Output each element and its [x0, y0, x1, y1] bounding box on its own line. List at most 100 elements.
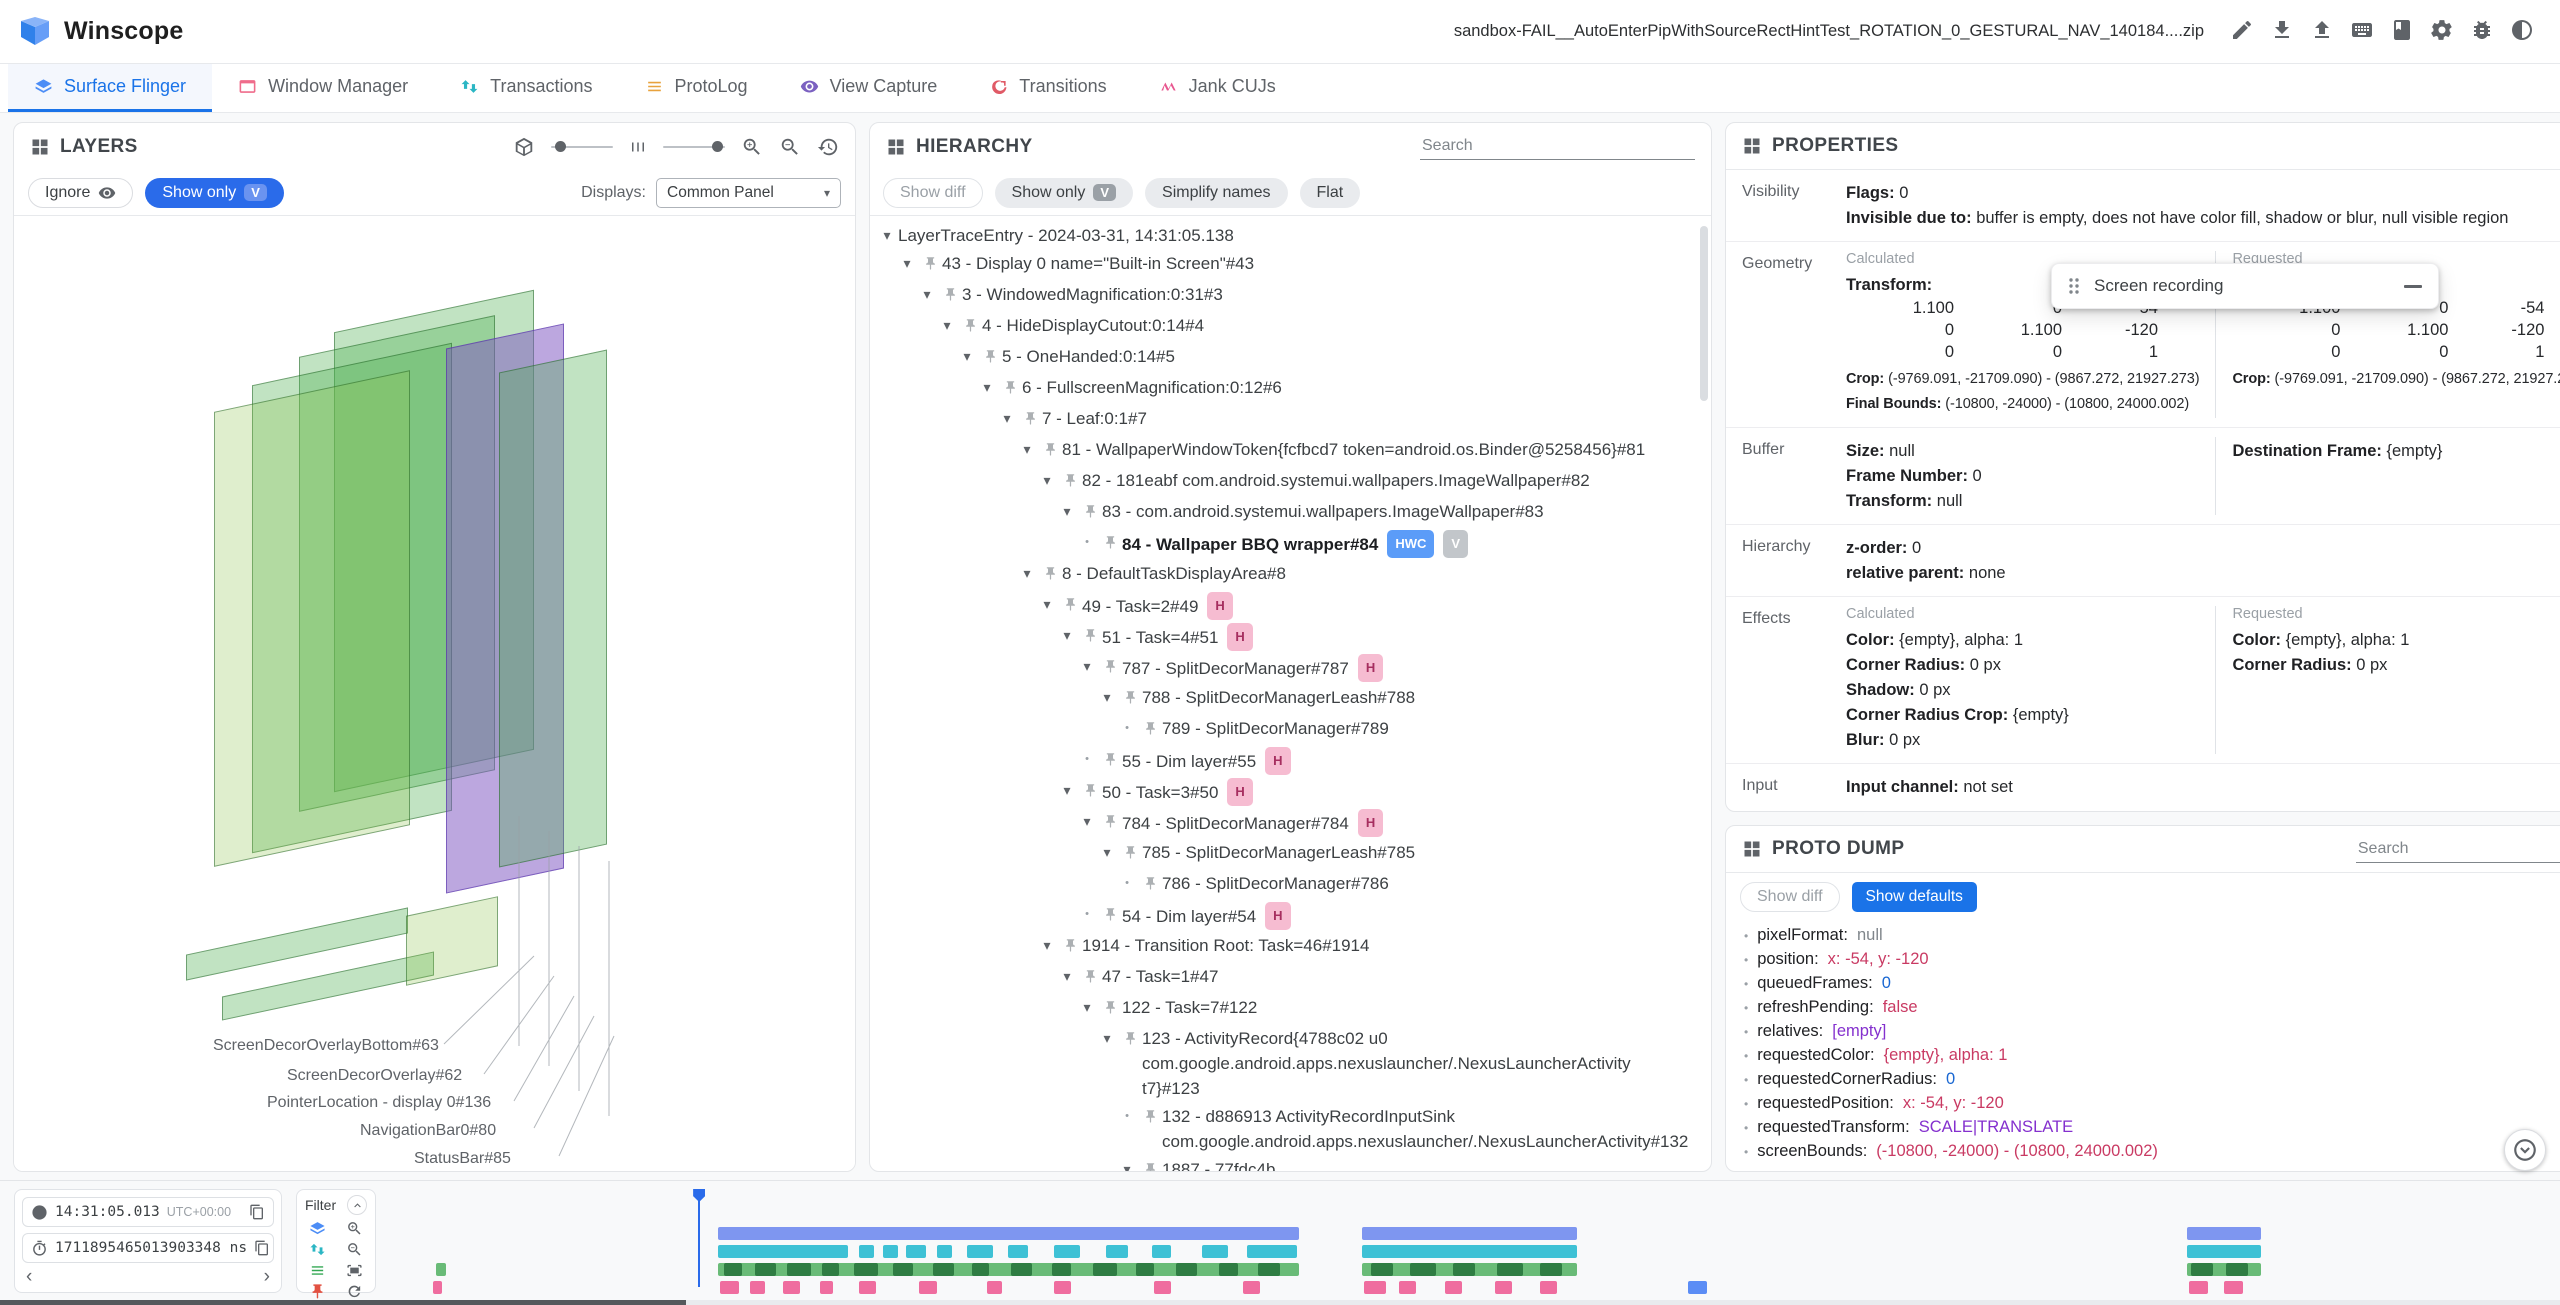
expand-caret-icon[interactable]: ▾ [1063, 781, 1071, 798]
trace-segment[interactable] [1399, 1281, 1417, 1294]
pin-icon[interactable] [1118, 1026, 1142, 1054]
tab-transitions[interactable]: Transitions [963, 64, 1132, 112]
timeline-zoom-out-icon[interactable] [346, 1241, 363, 1258]
tree-node[interactable]: ▾785 - SplitDecorManagerLeash#785 [876, 838, 1711, 869]
tree-node[interactable]: •786 - SplitDecorManager#786 [876, 869, 1711, 900]
flat-toggle[interactable]: Flat [1299, 177, 1361, 208]
proto-property-row[interactable]: •position:x: -54, y: -120 [1726, 947, 2560, 971]
trace-segment[interactable] [932, 1263, 955, 1276]
expand-caret-icon[interactable]: ▾ [963, 347, 971, 364]
trace-segment[interactable] [1151, 1245, 1172, 1258]
copy-icon[interactable] [254, 1240, 270, 1256]
trace-segment[interactable] [1494, 1281, 1512, 1294]
trace-segment[interactable] [2223, 1281, 2244, 1294]
tree-node[interactable]: ▾6 - FullscreenMagnification:0:12#6 [876, 373, 1711, 404]
timeline-scrollbar-thumb[interactable] [0, 1300, 687, 1305]
pin-icon[interactable] [1078, 623, 1102, 651]
tree-node[interactable]: ▾123 - ActivityRecord{4788c02 u0 com.goo… [876, 1024, 1711, 1102]
tree-node[interactable]: ▾5 - OneHanded:0:14#5 [876, 342, 1711, 373]
pin-icon[interactable] [1078, 778, 1102, 806]
tab-window-manager[interactable]: Window Manager [212, 64, 434, 112]
show-only-visible-toggle[interactable]: Show only V [994, 177, 1134, 208]
trace-segment[interactable] [787, 1263, 811, 1276]
timeline-canvas[interactable] [390, 1189, 2560, 1299]
pin-icon[interactable] [1078, 964, 1102, 992]
proto-property-row[interactable]: •requestedTransform:SCALE|TRANSLATE [1726, 1115, 2560, 1139]
tree-node[interactable]: ▾47 - Task=1#47 [876, 962, 1711, 993]
collapse-filter-button[interactable] [347, 1195, 367, 1215]
trace-segment[interactable] [2191, 1263, 2213, 1276]
trace-segment[interactable] [882, 1245, 898, 1258]
pin-icon[interactable] [1098, 530, 1122, 558]
trace-segment[interactable] [1054, 1245, 1081, 1258]
expand-caret-icon[interactable]: ▾ [1023, 440, 1031, 457]
trace-segment[interactable] [1106, 1245, 1128, 1258]
pin-icon[interactable] [998, 375, 1022, 403]
expand-caret-icon[interactable]: ▾ [883, 226, 891, 243]
trace-segment[interactable] [435, 1263, 447, 1276]
expand-caret-icon[interactable]: ▾ [943, 316, 951, 333]
trace-segment[interactable] [1153, 1281, 1172, 1294]
pin-icon[interactable] [1138, 1157, 1162, 1171]
trace-segment[interactable] [1051, 1263, 1072, 1276]
expand-caret-icon[interactable]: ▾ [1063, 502, 1071, 519]
trace-segment[interactable] [1054, 1281, 1072, 1294]
trace-segment[interactable] [2188, 1281, 2209, 1294]
pin-icon[interactable] [1098, 747, 1122, 775]
pin-icon[interactable] [1078, 499, 1102, 527]
trace-segment[interactable] [858, 1245, 874, 1258]
book-button[interactable] [2382, 12, 2422, 52]
rotation-slider-knob[interactable] [555, 141, 566, 152]
zoom-in-icon[interactable] [741, 136, 763, 158]
trace-segment[interactable] [1008, 1245, 1028, 1258]
zoom-out-icon[interactable] [779, 136, 801, 158]
transactions-filter-icon[interactable] [309, 1241, 326, 1258]
expand-caret-icon[interactable]: ▾ [983, 378, 991, 395]
pin-icon[interactable] [1058, 933, 1082, 961]
expand-caret-icon[interactable]: ▾ [1123, 1160, 1131, 1172]
pin-icon[interactable] [1038, 561, 1062, 589]
rotation-slider[interactable] [551, 141, 613, 152]
trace-segment[interactable] [754, 1263, 777, 1276]
trace-segment[interactable] [2186, 1227, 2261, 1240]
minimize-icon[interactable] [2404, 284, 2422, 288]
pin-icon[interactable] [1118, 840, 1142, 868]
proto-property-row[interactable]: •requestedCornerRadius:0 [1726, 1067, 2560, 1091]
trace-segment[interactable] [1444, 1281, 1462, 1294]
trace-segment[interactable] [724, 1263, 742, 1276]
tree-node[interactable]: ▾1887 - 77fdc4b com.google.android.apps.… [876, 1155, 1711, 1171]
expand-caret-icon[interactable]: ▾ [1103, 688, 1111, 705]
expand-caret-icon[interactable]: ▾ [1103, 1029, 1111, 1046]
expand-caret-icon[interactable]: ▾ [1043, 595, 1051, 612]
trace-segment[interactable] [821, 1263, 840, 1276]
trace-segment[interactable] [1247, 1245, 1298, 1258]
expand-caret-icon[interactable]: • [1085, 535, 1089, 548]
gear-button[interactable] [2422, 12, 2462, 52]
trace-segment[interactable] [750, 1281, 766, 1294]
tab-transactions[interactable]: Transactions [434, 64, 618, 112]
simplify-names-toggle[interactable]: Simplify names [1145, 177, 1288, 208]
trace-segment[interactable] [1258, 1263, 1280, 1276]
trace-segment[interactable] [893, 1263, 913, 1276]
trace-segment[interactable] [1362, 1227, 1577, 1240]
timeline-cursor[interactable] [698, 1191, 701, 1287]
tab-surface-flinger[interactable]: Surface Flinger [8, 64, 213, 112]
trace-segment[interactable] [1362, 1245, 1577, 1258]
proto-property-row[interactable]: •requestedColor:{empty}, alpha: 1 [1726, 1043, 2560, 1067]
pin-icon[interactable] [1098, 654, 1122, 682]
trace-segment[interactable] [1201, 1245, 1228, 1258]
pin-icon[interactable] [1058, 468, 1082, 496]
trace-segment[interactable] [717, 1245, 848, 1258]
show-diff-button[interactable]: Show diff [883, 177, 983, 208]
timeline-zoom-in-icon[interactable] [346, 1220, 363, 1237]
next-entry-button[interactable]: › [263, 1266, 270, 1287]
expand-caret-icon[interactable]: ▾ [1023, 564, 1031, 581]
bookmark-pin-icon[interactable] [309, 1283, 326, 1300]
hierarchy-scrollbar[interactable] [1700, 226, 1708, 401]
timeline-scrollbar[interactable] [0, 1300, 2560, 1305]
proto-property-row[interactable]: •queuedFrames:0 [1726, 971, 2560, 995]
